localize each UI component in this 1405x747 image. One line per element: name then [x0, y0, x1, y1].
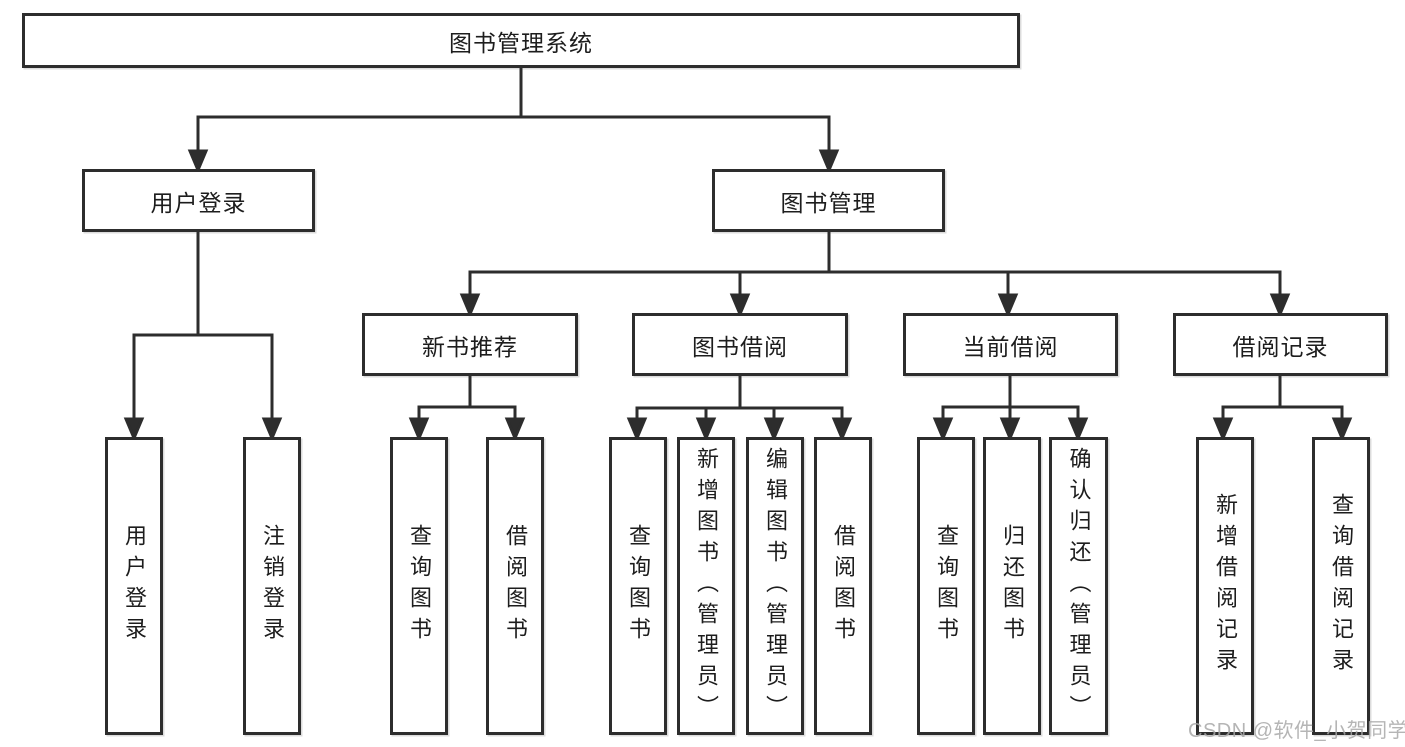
- connector-root-to-branches: [187, 68, 840, 174]
- leaf-return-books: 归还图书: [983, 437, 1041, 735]
- connector-new-books-leaves: [408, 376, 526, 442]
- node-label: 图书借阅: [692, 333, 788, 360]
- connector-current-borrow-leaves: [932, 375, 1089, 442]
- leaf-query-books-recommend: 查询图书: [390, 437, 448, 735]
- connector-user-login-leaves: [123, 232, 283, 442]
- node-label: 图书管理: [780, 189, 877, 216]
- leaf-query-borrow-record: 查询借阅记录: [1312, 437, 1370, 735]
- node-book-management-branch: 图书管理: [712, 169, 945, 232]
- node-current-borrowing: 当前借阅: [903, 313, 1118, 376]
- leaf-confirm-return-admin: 确认归还（管理员）: [1049, 437, 1108, 735]
- leaf-query-books-borrowing: 查询图书: [609, 437, 667, 735]
- node-book-borrowing: 图书借阅: [632, 313, 848, 376]
- leaf-borrow-books: 借阅图书: [814, 437, 872, 735]
- connector-book-mgmt-sections: [459, 232, 1291, 318]
- node-label: 借阅记录: [1232, 333, 1329, 360]
- node-new-book-recommendation: 新书推荐: [362, 313, 578, 376]
- leaf-user-login: 用户登录: [105, 437, 163, 735]
- leaf-edit-books-admin: 编辑图书（管理员）: [746, 437, 804, 735]
- node-library-management-system: 图书管理系统: [22, 13, 1020, 68]
- csdn-watermark: CSDN @软件_小贺同学: [1188, 720, 1405, 742]
- connector-book-borrow-leaves: [626, 376, 853, 442]
- node-label: 当前借阅: [962, 333, 1059, 360]
- node-label: 用户登录: [150, 189, 247, 216]
- leaf-label: 新增借阅记录: [1213, 493, 1238, 679]
- leaf-add-books-admin: 新增图书（管理员）: [677, 437, 735, 735]
- leaf-label: 查询图书: [626, 524, 651, 648]
- node-borrowing-records: 借阅记录: [1173, 313, 1388, 376]
- leaf-label: 编辑图书（管理员）: [763, 446, 788, 726]
- node-user-login-branch: 用户登录: [82, 169, 315, 232]
- leaf-label: 借阅图书: [503, 524, 528, 648]
- leaf-add-borrow-record: 新增借阅记录: [1196, 437, 1254, 735]
- node-label: 图书管理系统: [449, 29, 593, 56]
- leaf-label: 用户登录: [122, 524, 147, 648]
- leaf-label: 确认归还（管理员）: [1066, 446, 1092, 726]
- leaf-label: 新增图书（管理员）: [694, 446, 719, 726]
- leaf-logout: 注销登录: [243, 437, 301, 735]
- leaf-query-books-current: 查询图书: [917, 437, 975, 735]
- leaf-label: 查询借阅记录: [1329, 493, 1354, 679]
- connector-borrow-records-leaves: [1212, 376, 1353, 442]
- leaf-label: 查询图书: [407, 524, 432, 648]
- leaf-borrow-books-recommend: 借阅图书: [486, 437, 544, 735]
- node-label: 新书推荐: [422, 333, 518, 360]
- leaf-label: 注销登录: [260, 524, 285, 648]
- leaf-label: 借阅图书: [831, 524, 856, 648]
- leaf-label: 归还图书: [1000, 524, 1025, 648]
- leaf-label: 查询图书: [934, 524, 959, 648]
